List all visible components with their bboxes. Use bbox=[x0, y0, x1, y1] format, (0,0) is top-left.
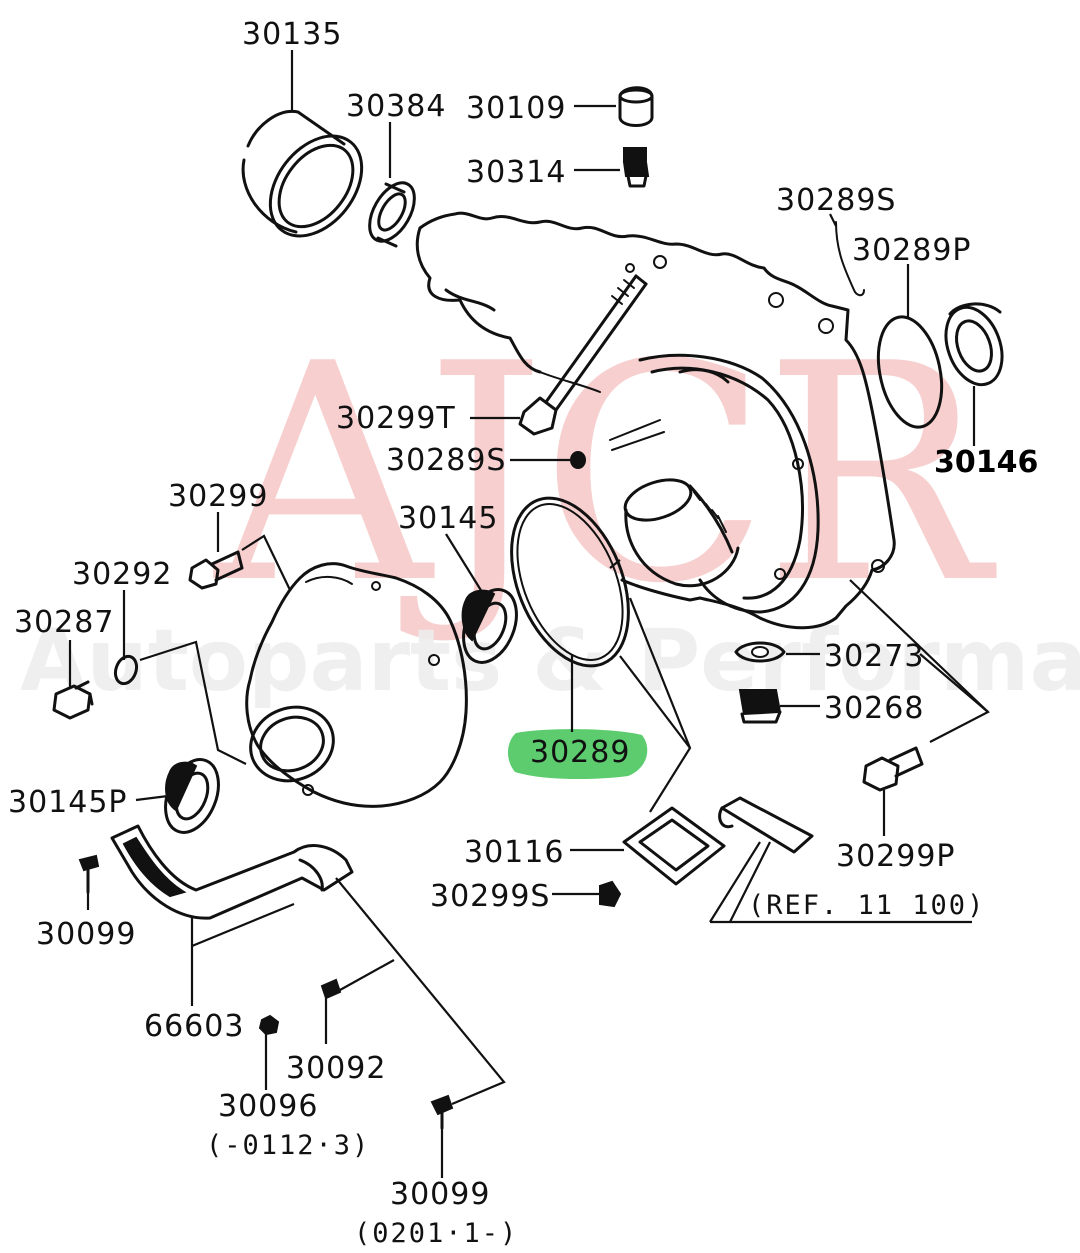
part-30116-gasket bbox=[622, 806, 726, 886]
part-30146-seal bbox=[944, 302, 1004, 387]
part-30289P-oring bbox=[876, 315, 944, 429]
part-30299T-bolt bbox=[518, 274, 648, 436]
label-30299P: 30299P bbox=[836, 839, 956, 874]
watermark-tagline: Autoparts & Performance bbox=[20, 611, 1080, 711]
transfer-case-housing bbox=[415, 211, 896, 630]
label-30299S: 30299S bbox=[430, 879, 550, 914]
label-30099-range: (0201·1-) bbox=[354, 1218, 518, 1249]
label-30146: 30146 bbox=[934, 445, 1038, 480]
part-30287-bolt bbox=[52, 680, 94, 720]
watermark-brand: AJCR bbox=[210, 300, 998, 649]
part-30092-stud bbox=[320, 978, 342, 1000]
part-30135-sleeve bbox=[241, 109, 364, 238]
label-30096-range: (-0112·3) bbox=[206, 1130, 370, 1161]
label-30314: 30314 bbox=[466, 155, 566, 190]
label-30096: 30096 bbox=[218, 1089, 318, 1124]
label-30092: 30092 bbox=[286, 1051, 386, 1086]
label-30289-highlighted: 30289 bbox=[530, 735, 630, 770]
part-30099-screw-left bbox=[78, 854, 100, 894]
label-30135: 30135 bbox=[242, 17, 342, 52]
part-30314-drain-plug bbox=[622, 147, 650, 188]
label-30116: 30116 bbox=[464, 835, 564, 870]
part-30289S-clip-top bbox=[835, 221, 865, 297]
part-30289S-pin bbox=[570, 451, 586, 469]
label-30287: 30287 bbox=[14, 605, 114, 640]
part-30299S-bolt bbox=[599, 880, 622, 908]
label-30292: 30292 bbox=[72, 557, 172, 592]
part-30299P-bolt bbox=[862, 746, 924, 792]
label-30289P: 30289P bbox=[852, 233, 972, 268]
label-30099-left: 30099 bbox=[36, 917, 136, 952]
highlight-marker bbox=[507, 729, 648, 780]
part-30145P-seal bbox=[164, 758, 220, 834]
part-30299-bolt bbox=[188, 550, 244, 590]
part-30099-screw-bottom bbox=[430, 1094, 454, 1130]
label-30145P: 30145P bbox=[8, 785, 128, 820]
label-30299T: 30299T bbox=[336, 401, 456, 436]
ref-part-shift-rod bbox=[718, 796, 814, 854]
label-ref: (REF. 11 100) bbox=[748, 890, 985, 921]
part-30145-seal bbox=[461, 588, 518, 664]
front-cover bbox=[245, 562, 468, 808]
part-30292-washer bbox=[113, 654, 139, 686]
label-30268: 30268 bbox=[824, 691, 924, 726]
label-30289S-top: 30289S bbox=[776, 183, 896, 218]
part-30273-washer bbox=[734, 641, 786, 663]
leader-lines bbox=[68, 50, 990, 1178]
part-30268-plug bbox=[738, 689, 782, 724]
part-30384-seal bbox=[368, 181, 416, 248]
label-30273: 30273 bbox=[824, 639, 924, 674]
label-30145: 30145 bbox=[398, 501, 498, 536]
label-66603: 66603 bbox=[144, 1009, 244, 1044]
label-30299: 30299 bbox=[168, 479, 268, 514]
part-labels: 30135 30384 30109 30314 30289S 30289P 30… bbox=[8, 17, 1038, 1249]
part-66603-bracket bbox=[110, 824, 354, 920]
label-30109: 30109 bbox=[466, 91, 566, 126]
label-30384: 30384 bbox=[346, 89, 446, 124]
part-30109-plug bbox=[618, 86, 654, 127]
part-30096-nut bbox=[258, 1014, 280, 1036]
label-30289S-mid: 30289S bbox=[386, 443, 506, 478]
label-30099-bottom: 30099 bbox=[390, 1177, 490, 1212]
